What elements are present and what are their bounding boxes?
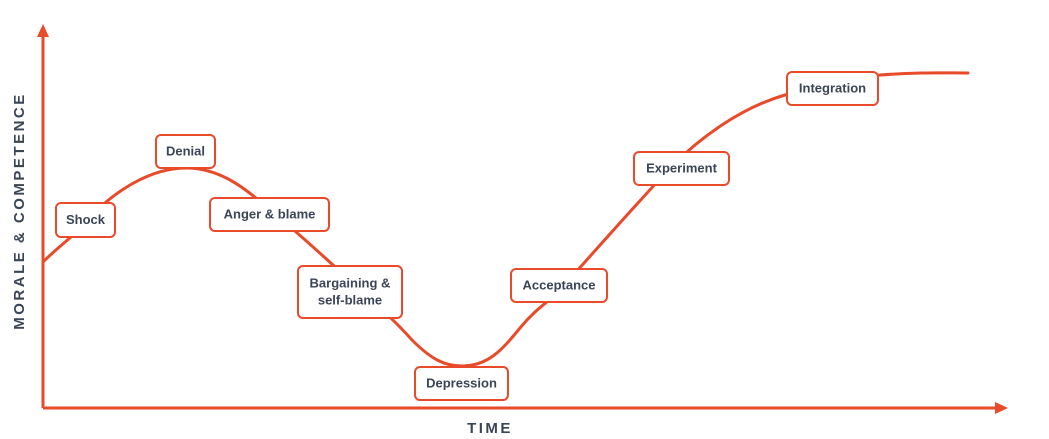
- stage-label: Depression: [426, 375, 497, 390]
- stage-label: Integration: [799, 80, 866, 95]
- stage-depression: Depression: [414, 366, 509, 401]
- stage-anger-blame: Anger & blame: [209, 197, 330, 232]
- stage-box: [510, 268, 608, 303]
- stage-box: [155, 134, 216, 169]
- stage-experiment: Experiment: [633, 151, 730, 186]
- stage-label: Denial: [166, 143, 205, 158]
- stage-label: Anger & blame: [224, 206, 316, 221]
- stage-box: [55, 202, 116, 238]
- y-axis-label: MORALE & COMPETENCE: [11, 92, 28, 330]
- stage-box: [297, 265, 403, 319]
- stage-label: Shock: [66, 212, 106, 227]
- stage-integration: Integration: [786, 71, 879, 106]
- axes: [37, 24, 1008, 414]
- stage-bargaining-self-blame: Bargaining & self-blame: [297, 265, 403, 319]
- stage-acceptance: Acceptance: [510, 268, 608, 303]
- stage-label: Acceptance: [523, 277, 596, 292]
- stage-shock: Shock: [55, 202, 116, 238]
- stage-denial: Denial: [155, 134, 216, 169]
- change-curve: [41, 71, 970, 368]
- x-axis-arrow-icon: [995, 402, 1008, 414]
- x-axis-label: TIME: [467, 420, 513, 437]
- stage-box: [633, 151, 730, 186]
- stage-box: [414, 366, 509, 401]
- y-axis-arrow-icon: [37, 24, 49, 37]
- stage-label-line2: self-blame: [318, 292, 382, 307]
- stage-box: [209, 197, 330, 232]
- stage-label: Experiment: [646, 160, 717, 175]
- stage-box: [786, 71, 879, 106]
- stage-label: Bargaining &: [310, 275, 391, 290]
